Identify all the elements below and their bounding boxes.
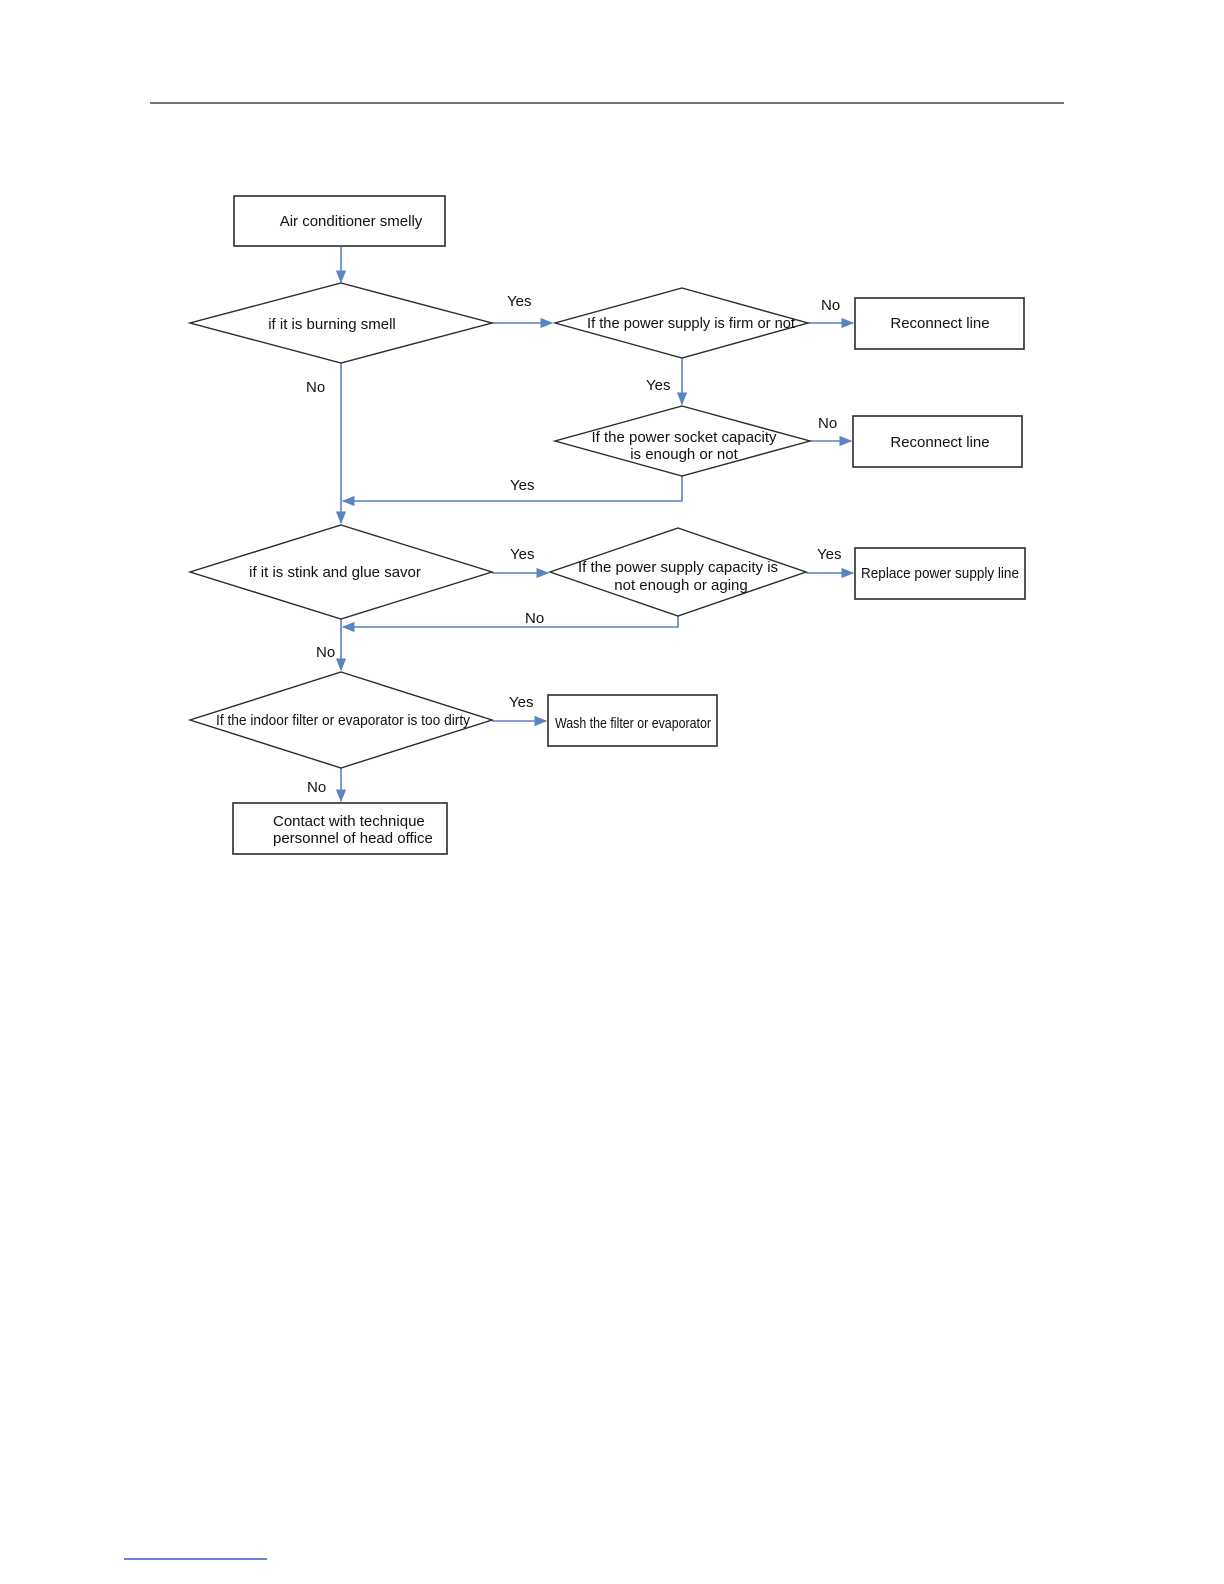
label-firm-no: No: [821, 297, 840, 314]
decision-supply-capacity-text-1: If the power supply capacity is: [578, 559, 778, 576]
edge-capacity-no: [341, 616, 679, 633]
edge-socket-yes: [341, 475, 683, 507]
action-replace-power-line: Replace power supply line: [854, 547, 1026, 600]
decision-supply-capacity: If the power supply capacity is not enou…: [547, 527, 809, 617]
flowchart-edges: [335, 247, 855, 803]
node-contact-text-1: Contact with technique: [273, 813, 425, 830]
label-burning-no: No: [306, 379, 325, 396]
action-wash-filter-text: Wash the filter or evaporator: [555, 715, 711, 732]
decision-stink-glue: if it is stink and glue savor: [187, 524, 495, 620]
decision-socket-capacity: If the power socket capacity is enough o…: [552, 405, 813, 477]
label-filter-no: No: [307, 779, 326, 796]
decision-stink-glue-text: if it is stink and glue savor: [249, 564, 421, 581]
label-filter-yes: Yes: [509, 694, 533, 711]
decision-power-firm-text: If the power supply is firm or not: [587, 315, 796, 332]
label-capacity-yes: Yes: [817, 546, 841, 563]
decision-power-firm: If the power supply is firm or not: [552, 287, 811, 359]
action-reconnect-line-2-text: Reconnect line: [890, 434, 989, 451]
label-stink-yes: Yes: [510, 546, 534, 563]
action-replace-power-line-text: Replace power supply line: [861, 565, 1019, 582]
decision-filter-dirty-text: If the indoor filter or evaporator is to…: [216, 712, 470, 729]
node-start-text: Air conditioner smelly: [280, 213, 423, 230]
label-stink-no: No: [316, 644, 335, 661]
action-reconnect-line-1-text: Reconnect line: [890, 315, 989, 332]
label-socket-no: No: [818, 415, 837, 432]
action-reconnect-line-2: Reconnect line: [852, 415, 1023, 468]
node-start: Air conditioner smelly: [233, 195, 446, 247]
decision-burning-smell-text: if it is burning smell: [268, 316, 396, 333]
action-reconnect-line-1: Reconnect line: [854, 297, 1025, 350]
label-socket-yes: Yes: [510, 477, 534, 494]
label-burning-yes: Yes: [507, 293, 531, 310]
label-capacity-no: No: [525, 610, 544, 627]
decision-socket-capacity-text-1: If the power socket capacity: [591, 429, 777, 446]
label-firm-yes: Yes: [646, 377, 670, 394]
node-contact-head-office: Contact with technique personnel of head…: [232, 802, 448, 855]
decision-burning-smell: if it is burning smell: [187, 282, 495, 364]
decision-supply-capacity-text-2: not enough or aging: [614, 577, 747, 594]
decision-socket-capacity-text-2: is enough or not: [630, 446, 738, 463]
node-contact-text-2: personnel of head office: [273, 830, 433, 847]
edge-labels: Yes No No Yes No Yes Yes Yes No No Yes N…: [306, 293, 841, 796]
decision-filter-dirty: If the indoor filter or evaporator is to…: [187, 671, 495, 769]
action-wash-filter: Wash the filter or evaporator: [547, 694, 718, 747]
